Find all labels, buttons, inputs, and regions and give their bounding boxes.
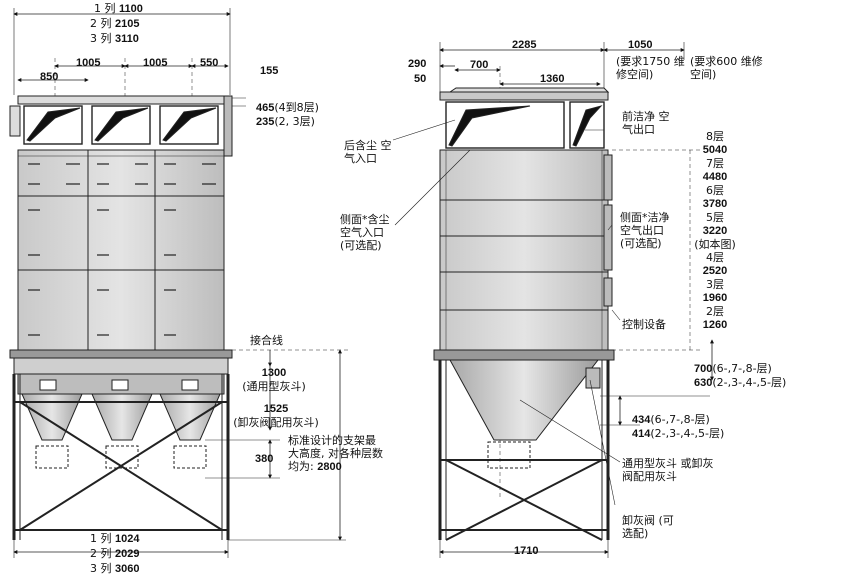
side-outlet-label: 侧面*洁净 空气出口 (可选配) — [620, 211, 670, 250]
controls-label: 控制设备 — [622, 318, 666, 331]
dim-290: 290 — [408, 58, 427, 70]
dim-1360: 1360 — [540, 73, 565, 85]
hopper-type-label: 通用型灰斗 或卸灰阀配用灰斗 — [622, 457, 714, 483]
bottom-width-2-col: 2 列 2029 — [90, 547, 140, 560]
outlet-height-a: 465(4到8层) — [256, 101, 319, 114]
level-as-shown: (如本图) — [694, 238, 736, 251]
edge-right-dim: 550 — [200, 57, 219, 69]
leg-height-b: 630(2-,3-,4-,5-层) — [694, 376, 787, 389]
right-side-view — [392, 42, 714, 558]
dim-700: 700 — [470, 59, 489, 71]
top-width-3-col: 3 列 3110 — [90, 32, 139, 45]
joint-line-label: 接合线 — [250, 334, 283, 347]
top-width-2-col: 2 列 2105 — [90, 17, 140, 30]
module-pitch-2: 1005 — [143, 57, 168, 69]
base-width-dim: 1710 — [514, 545, 539, 557]
discharge-valve-label: 卸灰阀 (可选配) — [622, 514, 674, 540]
left-elevation-view — [9, 8, 350, 558]
module-pitch-1: 1005 — [76, 57, 101, 69]
front-outlet-label: 前洁净 空气出口 — [622, 110, 670, 136]
valve-offset-b: 414(2-,3-,4-,5-层) — [632, 427, 725, 440]
bottom-width-1-col: 1 列 1024 — [90, 532, 140, 545]
hopper-std-dim: 1300(通用型灰斗) — [242, 367, 306, 393]
side-inlet-label: 侧面*含尘 空气入口 (可选配) — [340, 213, 390, 252]
edge-left-dim: 850 — [40, 71, 59, 83]
service-dim: 1050 — [628, 39, 653, 51]
overall-depth-dim: 2285 — [512, 39, 537, 51]
dim-50: 50 — [414, 73, 427, 85]
outlet-height-b: 235(2, 3层) — [256, 115, 315, 128]
bottom-width-3-col: 3 列 3060 — [90, 562, 140, 575]
service-note-1750: (要求1750 维修空间) — [616, 55, 685, 81]
top-width-1-col: 1 列 1100 — [94, 2, 143, 15]
outlet-top-dim: 155 — [260, 65, 279, 77]
support-note: 标准设计的支架最大高度, 对各种层数均为: 2800 — [288, 434, 383, 473]
leg-height-a: 700(6-,7-,8-层) — [694, 362, 772, 375]
valve-offset-a: 434(6-,7-,8-层) — [632, 413, 710, 426]
rear-inlet-label: 后含尘 空气入口 — [344, 139, 392, 165]
service-note-600: (要求600 维修空间) — [690, 55, 763, 81]
clearance-dim: 380 — [255, 453, 274, 465]
hopper-valve-dim: 1525(卸灰阀配用灰斗) — [233, 403, 319, 429]
